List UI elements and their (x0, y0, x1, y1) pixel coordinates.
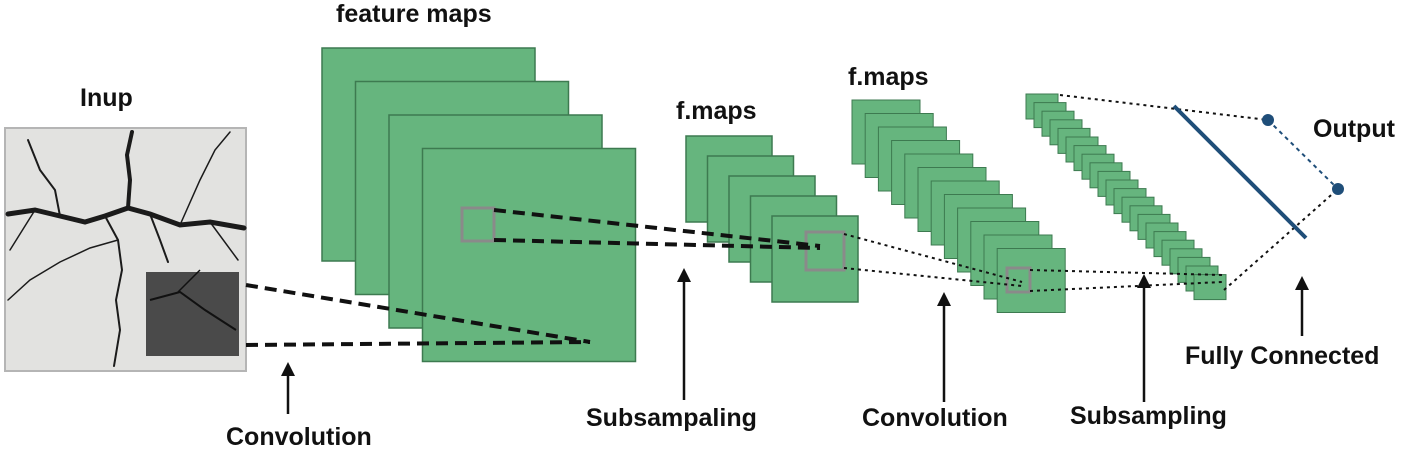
subsampling-label-1: Subsampaling (586, 404, 757, 432)
feature-map (1193, 274, 1227, 301)
output-label: Output (1313, 115, 1395, 143)
fmaps-label-1: f.maps (676, 97, 757, 125)
input-label: Inup (80, 84, 133, 112)
output-node-2 (1332, 183, 1344, 195)
subsampling-label-2: Subsampling (1070, 402, 1227, 430)
connector-lines (245, 94, 1339, 347)
arrow-convolution-2 (937, 292, 951, 402)
feature-map (421, 147, 637, 363)
crack-lines (5, 130, 247, 367)
receptive-field-1 (460, 206, 496, 243)
input-image (4, 127, 247, 372)
arrow-subsampling-2 (1137, 274, 1151, 402)
arrow-fully-connected (1295, 276, 1309, 336)
arrow-subsampling-1 (677, 268, 691, 400)
feature-map-stack-2 (685, 135, 859, 303)
fully-connected-line (1172, 104, 1308, 240)
convolution-label-1: Convolution (226, 423, 372, 451)
arrow-convolution-1 (281, 362, 295, 414)
convolution-label-2: Convolution (862, 404, 1008, 432)
arrows (281, 268, 1309, 414)
receptive-field-2 (804, 230, 846, 272)
output-connector (1267, 119, 1339, 190)
feature-map-stack-1 (321, 47, 637, 363)
receptive-field-3 (1005, 266, 1032, 294)
feature-map-stack-4 (1025, 93, 1227, 301)
fully-connected-label: Fully Connected (1185, 342, 1380, 370)
input-receptive-field (146, 272, 239, 356)
feature-maps-label: feature maps (336, 0, 492, 28)
feature-map-stack-3 (851, 99, 1066, 313)
fmaps-label-2: f.maps (848, 63, 929, 91)
output-node-1 (1262, 114, 1274, 126)
